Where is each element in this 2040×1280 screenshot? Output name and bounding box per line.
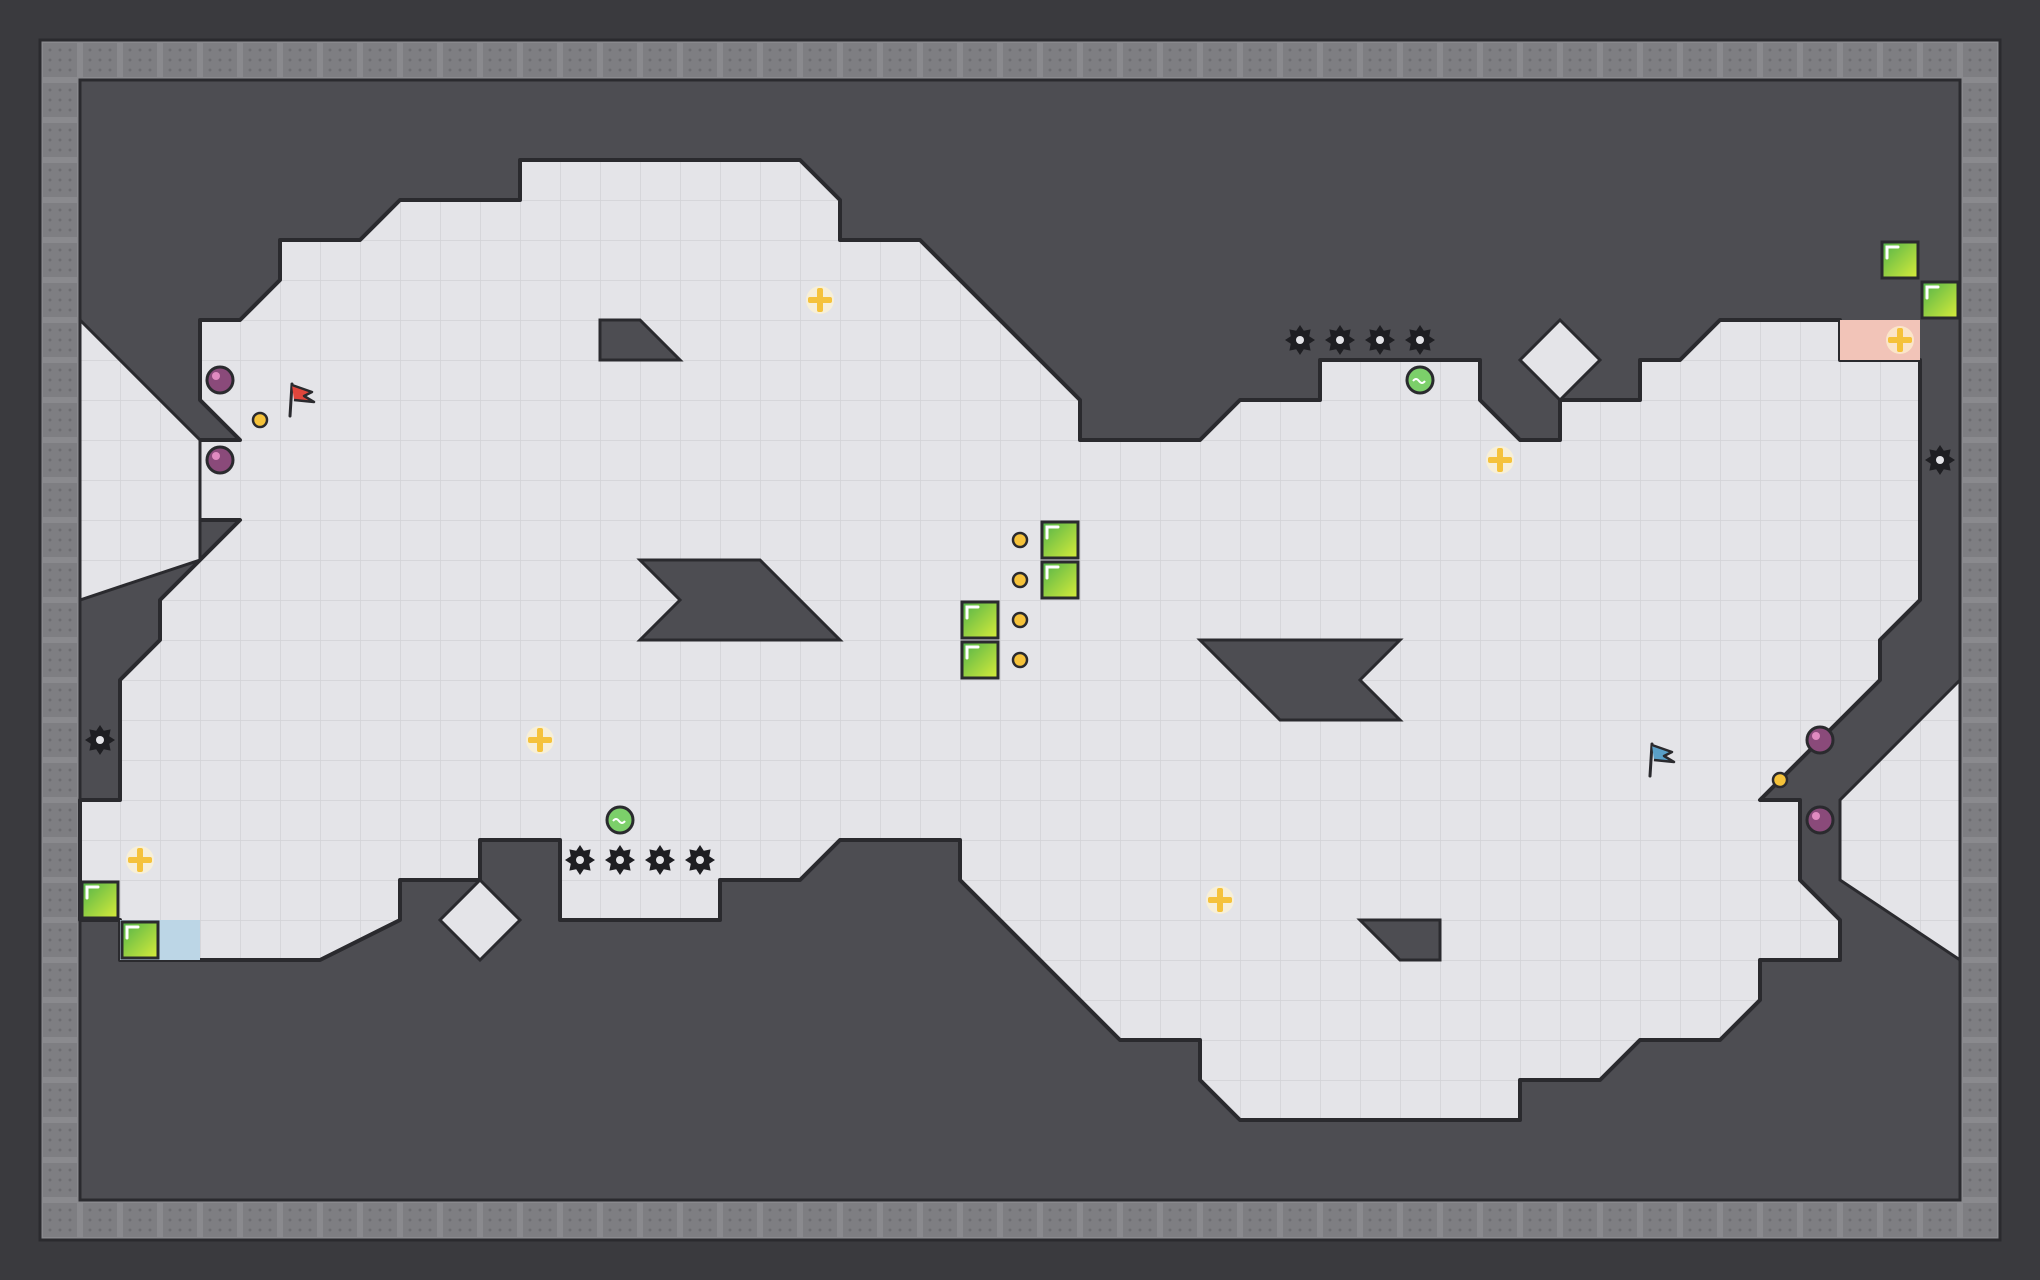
wall-island-center-left bbox=[636, 558, 844, 642]
bomb-icon bbox=[1805, 805, 1835, 835]
portal-icon bbox=[1771, 771, 1789, 789]
bombs-layer bbox=[205, 365, 1835, 835]
spike-icon bbox=[85, 725, 115, 755]
spike-icon bbox=[1285, 325, 1315, 355]
powerup-icon bbox=[526, 726, 554, 754]
green-block-icon bbox=[80, 880, 120, 920]
diamond-obstacle-top bbox=[1517, 317, 1603, 403]
wall-island-top bbox=[598, 318, 684, 362]
powerup-icon bbox=[126, 846, 154, 874]
bomb-icon bbox=[1805, 725, 1835, 755]
green-block-icon bbox=[1040, 520, 1080, 560]
wall-island-center-right bbox=[1196, 638, 1404, 722]
green-blocks-layer bbox=[80, 240, 1960, 960]
green-block-icon bbox=[960, 640, 1000, 680]
powerup-icon bbox=[1886, 326, 1914, 354]
green-block-icon bbox=[960, 600, 1000, 640]
spike-icon bbox=[1405, 325, 1435, 355]
portal-icon bbox=[251, 411, 269, 429]
green-block-icon bbox=[1920, 280, 1960, 320]
powerup-icon bbox=[1486, 446, 1514, 474]
spike-icon bbox=[1365, 325, 1395, 355]
bomb-icon bbox=[205, 365, 235, 395]
portal-icon bbox=[1011, 531, 1029, 549]
bomb-icon bbox=[205, 445, 235, 475]
portal-icon bbox=[1011, 651, 1029, 669]
spike-icon bbox=[565, 845, 595, 875]
boost-icon bbox=[605, 805, 635, 835]
portal-icon bbox=[1011, 571, 1029, 589]
spike-icon bbox=[605, 845, 635, 875]
spike-icon bbox=[1325, 325, 1355, 355]
flag-icon bbox=[288, 382, 316, 418]
powerups-layer bbox=[126, 286, 1914, 914]
flag-icon bbox=[1648, 742, 1676, 778]
spike-icon bbox=[685, 845, 715, 875]
green-block-icon bbox=[1040, 560, 1080, 600]
green-block-icon bbox=[1880, 240, 1920, 280]
powerup-icon bbox=[806, 286, 834, 314]
right-corridor-floor bbox=[1838, 676, 1962, 963]
boost-icon bbox=[1405, 365, 1435, 395]
spike-icon bbox=[645, 845, 675, 875]
powerup-icon bbox=[1206, 886, 1234, 914]
diamond-obstacle-bottom bbox=[437, 877, 523, 963]
spike-icon bbox=[1925, 445, 1955, 475]
boosts-layer bbox=[605, 365, 1435, 835]
portals-layer bbox=[251, 411, 1789, 789]
flags-layer bbox=[288, 382, 1676, 778]
arena-floor[interactable] bbox=[78, 158, 1922, 1122]
wall-island-bottom bbox=[1356, 918, 1442, 962]
green-block-icon bbox=[120, 920, 160, 960]
portal-icon bbox=[1011, 611, 1029, 629]
left-corridor-floor bbox=[78, 316, 202, 603]
spikes-layer bbox=[85, 325, 1955, 875]
